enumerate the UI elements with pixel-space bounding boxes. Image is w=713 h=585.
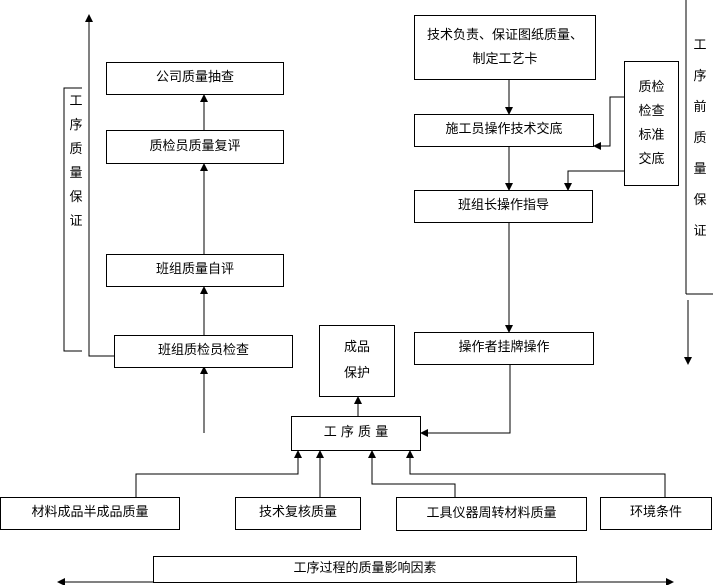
company-quality-check-label: 公司质量抽查 [155,70,234,86]
team-inspector-check-box: 班组质检员检查 [114,335,293,368]
right-side-char: 工 [693,38,707,53]
footer-title-box: 工序过程的质量影响因素 [153,556,577,583]
left-side-char: 质 [69,142,83,157]
left-side-char: 量 [69,166,83,181]
product-protection-box: 成品 保护 [319,325,395,397]
right-side-label: 工 序 前 质 量 保 证 [692,30,708,247]
tech-lead-label-2: 制定工艺卡 [472,51,538,67]
team-self-eval-label: 班组质量自评 [155,262,234,278]
material-quality-label: 材料成品半成品质量 [31,505,149,521]
quality-standard-label-4: 交底 [638,151,665,167]
right-side-char: 保 [693,193,707,208]
quality-standard-label-1: 质检 [638,79,665,95]
inspector-review-box: 质检员质量复评 [106,130,284,164]
arrow-operator-to-process [420,365,511,437]
left-side-char: 序 [69,118,83,133]
right-side-char: 前 [693,100,707,115]
tech-lead-label-1: 技术负责、保证图纸质量、 [426,27,583,43]
company-quality-check-box: 公司质量抽查 [106,62,284,95]
tech-lead-box: 技术负责、保证图纸质量、 制定工艺卡 [414,15,596,80]
team-self-eval-box: 班组质量自评 [106,254,284,287]
worker-tech-brief-label: 施工员操作技术交底 [445,122,563,138]
tool-quality-label: 工具仪器周转材料质量 [426,505,557,521]
process-quality-box: 工 序 质 量 [291,416,421,451]
team-lead-guidance-box: 班组长操作指导 [414,190,593,223]
left-side-label: 工 序 质 量 保 证 [68,90,84,234]
left-side-char: 工 [69,94,83,109]
operator-tag-box: 操作者挂牌操作 [414,332,594,365]
inspector-review-label: 质检员质量复评 [149,138,241,154]
right-side-char: 证 [693,224,707,239]
operator-tag-label: 操作者挂牌操作 [458,340,550,356]
right-side-char: 质 [693,131,707,146]
arrow-left-outer [85,14,114,357]
right-side-char: 序 [693,69,707,84]
environment-label: 环境条件 [629,505,682,521]
tool-quality-box: 工具仪器周转材料质量 [396,497,587,531]
quality-standard-label-2: 检查 [638,103,665,119]
arrow-std-to-brief [593,96,624,150]
left-side-char: 证 [69,214,83,229]
product-protection-label-1: 成品 [343,340,370,355]
environment-box: 环境条件 [600,497,712,530]
arrow-tool-to-process [368,450,456,497]
process-quality-label: 工 序 质 量 [323,425,389,441]
tech-recheck-box: 技术复核质量 [235,497,361,530]
product-protection-label-2: 保护 [343,366,370,381]
arrow-env-to-process [406,450,666,497]
right-side-char: 量 [693,162,707,177]
arrow-material-to-process [135,450,302,497]
arrow-std-to-guidance [564,170,624,191]
footer-title-label: 工序过程的质量影响因素 [293,561,437,577]
tech-recheck-label: 技术复核质量 [258,505,337,521]
team-lead-guidance-label: 班组长操作指导 [457,198,549,214]
worker-tech-brief-box: 施工员操作技术交底 [414,114,594,147]
left-side-char: 保 [69,190,83,205]
quality-standard-box: 质检 检查 标准 交底 [624,61,679,186]
left-bracket [63,87,82,352]
quality-standard-label-3: 标准 [638,127,665,143]
team-inspector-check-label: 班组质检员检查 [157,343,249,359]
material-quality-box: 材料成品半成品质量 [0,497,180,530]
